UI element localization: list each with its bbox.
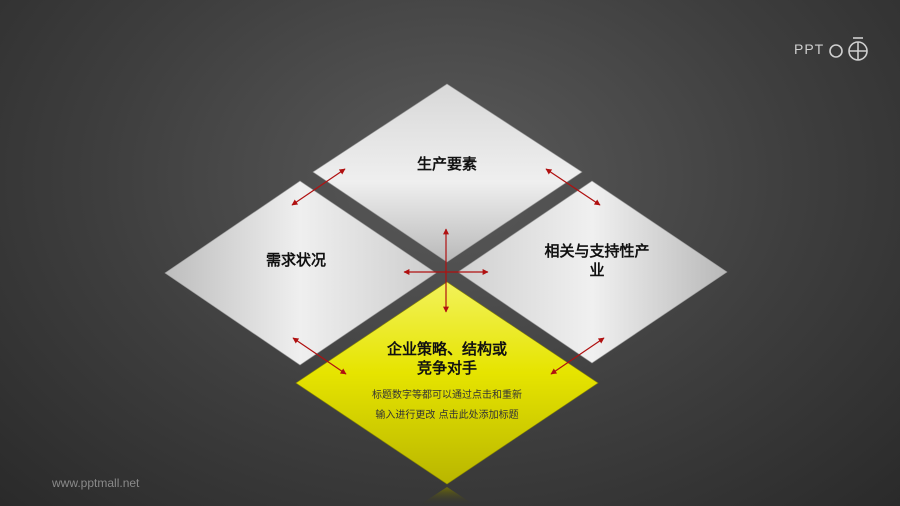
diamond-bottom-note-line1: 标题数字等都可以通过点击和重新 (372, 390, 522, 401)
diamond-bottom-note-line2: 输入进行更改 点击此处添加标题 (375, 410, 519, 421)
arrow-top-left (291, 168, 346, 206)
diamond-right-label: 相关与支持性产业 (544, 242, 650, 279)
ppt-logo-icon (829, 37, 869, 61)
footer-url: www.pptmall.net (52, 476, 140, 490)
logo-text: PPT (794, 41, 825, 57)
bottom-diamond-reflection (418, 487, 476, 506)
ppt-logo: PPT (794, 34, 873, 64)
arrow-bottom-left (292, 337, 347, 375)
arrow-top-right (545, 168, 601, 206)
diamond-top-label: 生产要素 (416, 155, 477, 173)
diamond-left-label: 需求状况 (265, 251, 326, 269)
arrow-bottom-right (550, 337, 605, 375)
diamond-bottom-label: 企业策略、结构或竞争对手 (386, 340, 507, 377)
